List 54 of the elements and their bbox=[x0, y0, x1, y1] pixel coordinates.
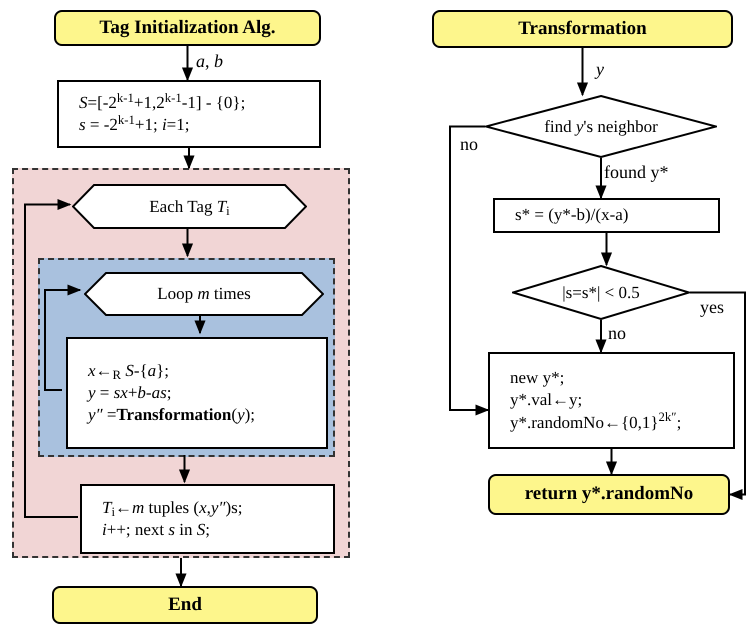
edge-label: no bbox=[460, 135, 478, 153]
node-text: y = sx+b-as; bbox=[88, 382, 172, 404]
arrow bbox=[449, 126, 490, 416]
terminal-box bbox=[432, 10, 733, 48]
node-text: i++; next s in S; bbox=[102, 519, 211, 541]
node-text: y*.randomNo←{0,1}$^{2k″}$; bbox=[510, 412, 682, 434]
arrow bbox=[595, 158, 607, 200]
process-box bbox=[80, 484, 335, 554]
node-text: Loop m times bbox=[157, 283, 251, 306]
loop-hexagon bbox=[84, 272, 324, 316]
node-text: new y*; bbox=[510, 367, 566, 390]
process-box bbox=[488, 352, 735, 449]
process-box bbox=[493, 198, 720, 233]
arrow bbox=[44, 284, 82, 391]
node-text: |s=s*| < 0.5 bbox=[562, 282, 640, 304]
arrow bbox=[182, 227, 194, 258]
terminal-box bbox=[52, 586, 318, 624]
arrow bbox=[183, 148, 195, 170]
inner-loop-region bbox=[38, 258, 335, 457]
arrow bbox=[606, 449, 618, 476]
process-box bbox=[66, 337, 328, 449]
loop-hexagon bbox=[72, 184, 307, 229]
arrow bbox=[595, 320, 607, 354]
edge-label: y bbox=[596, 60, 604, 78]
node-text: End bbox=[168, 592, 202, 617]
arrow bbox=[175, 558, 187, 588]
node-text: y*.val←y; bbox=[510, 389, 584, 412]
outer-loop-region bbox=[12, 168, 350, 558]
node-text: s* = (y*-b)/(x-a) bbox=[515, 204, 630, 226]
node-text: x←$_{R}$ S-{a}; bbox=[88, 360, 170, 382]
decision-diamond bbox=[512, 265, 690, 320]
node-text: Tag Initialization Alg. bbox=[99, 16, 276, 40]
node-text: T$_{i}$←m tuples (x,y″)s; bbox=[102, 496, 244, 519]
terminal-box bbox=[488, 474, 730, 515]
edge-label: found y* bbox=[604, 163, 668, 181]
node-text: s = -2$^{k-1}$+1; i=1; bbox=[79, 114, 190, 136]
edge-label: no bbox=[608, 324, 626, 342]
arrow bbox=[690, 292, 746, 500]
arrow bbox=[600, 233, 612, 266]
arrow bbox=[178, 455, 190, 484]
node-text: S=[-2$^{k-1}$+1,2$^{k-1}$-1] - {0}; bbox=[79, 92, 246, 114]
terminal-box bbox=[54, 10, 321, 46]
node-text: y″ =Transformation(y); bbox=[88, 404, 256, 426]
node-text: Transformation bbox=[518, 16, 647, 41]
arrow bbox=[576, 48, 588, 96]
arrow bbox=[24, 198, 78, 518]
process-box bbox=[57, 80, 321, 148]
node-text: find y's neighbor bbox=[544, 116, 658, 138]
arrow bbox=[182, 46, 194, 82]
edge-label: a, b bbox=[196, 52, 223, 70]
node-text: return y*.randomNo bbox=[524, 482, 694, 506]
node-text: Each Tag T$_{i}$ bbox=[149, 196, 230, 220]
edge-label: yes bbox=[700, 298, 724, 316]
decision-diamond bbox=[485, 95, 717, 158]
